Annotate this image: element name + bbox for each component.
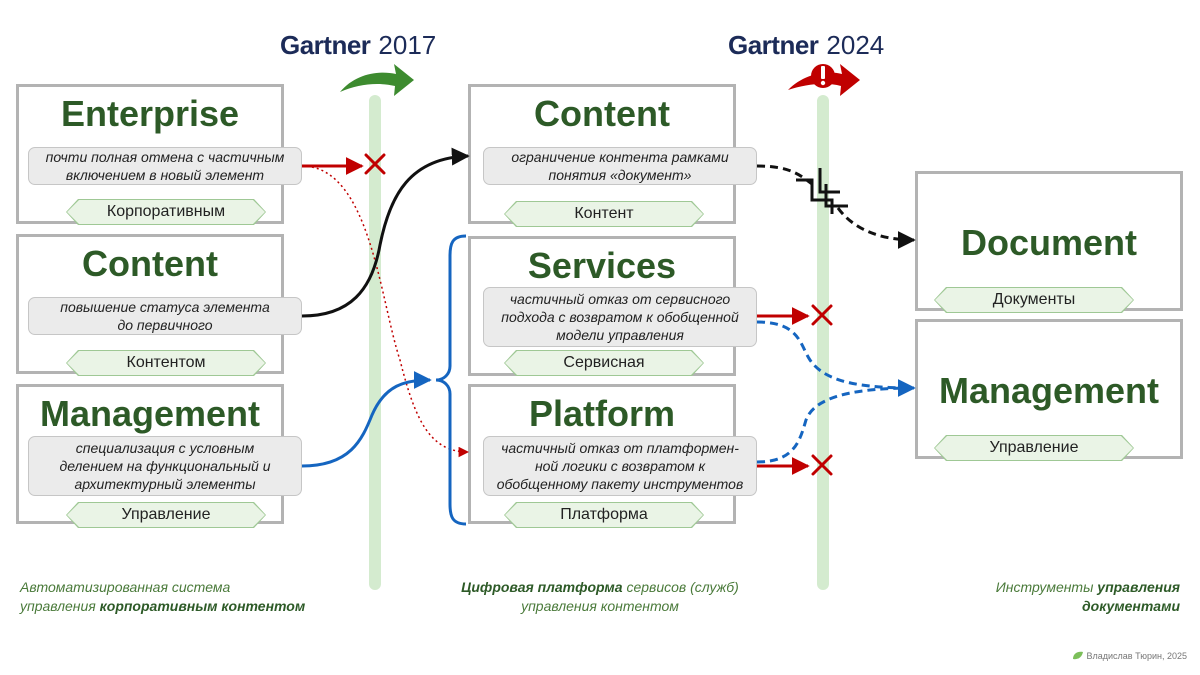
box-title: Document [960, 222, 1137, 263]
label-text: Контент [574, 205, 634, 222]
cross-icon [811, 454, 833, 476]
footer-bold: документами [1082, 598, 1180, 614]
label-text: Документы [992, 291, 1076, 308]
blue-brace [435, 234, 467, 526]
year-2017: 2017 [378, 30, 437, 60]
gartner-logo: Gartner [728, 30, 819, 60]
label-text: Сервисная [563, 354, 645, 371]
label-text: Платформа [560, 506, 648, 523]
timeline-2017 [369, 95, 381, 590]
label-korporativnym: Корпоративным [66, 199, 266, 225]
footer-bold: управления [1097, 579, 1180, 595]
box-title: Management [938, 370, 1160, 411]
enterprise-dotted-arrow [301, 165, 470, 458]
footer-right-line1: Инструменты управления [880, 578, 1180, 597]
footer-middle: Цифровая платформа сервисов (служб) упра… [400, 578, 800, 616]
desc-services: частичный отказ от сервисного подхода с … [483, 287, 757, 347]
footer-left-line2: управления корпоративным контентом [20, 597, 340, 616]
credit: Владислав Тюрин, 2025 [1072, 651, 1187, 661]
label-servisnaya: Сервисная [504, 350, 704, 376]
box-title: Content [82, 243, 218, 284]
footer-left-line1: Автоматизированная система [20, 579, 231, 595]
content-dashed-arrow-end [836, 207, 916, 249]
box-title: Services [527, 245, 677, 286]
label-platforma: Платформа [504, 502, 704, 528]
footer-text: сервисов (служб) [622, 579, 739, 595]
footer-right-line2: документами [880, 597, 1180, 616]
label-text: Контентом [126, 354, 206, 371]
label-upravlenie-left: Управление [66, 502, 266, 528]
label-text: Корпоративным [106, 203, 226, 220]
content-black-arrow [301, 147, 470, 318]
warning-icon [811, 64, 835, 88]
label-dokumenty: Документы [934, 287, 1134, 313]
desc-content-left: повышение статуса элемента до первичного [28, 297, 302, 335]
desc-content-middle: ограничение контента рамками понятия «до… [483, 147, 757, 185]
footer-right: Инструменты управления документами [880, 578, 1180, 616]
services-blue-dashed [756, 320, 916, 397]
management-blue-arrow [301, 371, 432, 468]
platform-blue-dashed [756, 386, 915, 464]
label-kontentom: Контентом [66, 350, 266, 376]
box-title: Management [39, 393, 261, 434]
green-curved-arrow-icon [340, 64, 414, 96]
footer-middle-line2: управления контентом [521, 598, 679, 614]
footer-bold: корпоративным контентом [99, 598, 306, 614]
content-dashed-arrow [756, 164, 813, 186]
footer-text: Инструменты [995, 579, 1098, 595]
gartner-logo: Gartner [280, 30, 371, 60]
label-text: Управление [121, 506, 211, 523]
desc-platform: частичный отказ от платформен- ной логик… [483, 436, 757, 496]
footer-left: Автоматизированная система управления ко… [20, 578, 340, 616]
cross-icon [811, 304, 833, 326]
cross-icon [364, 153, 386, 175]
box-title: Enterprise [60, 93, 240, 134]
footer-bold: Цифровая платформа [461, 579, 623, 595]
box-title: Platform [528, 393, 676, 434]
break-icon [796, 168, 848, 214]
credit-text: Владислав Тюрин, 2025 [1086, 651, 1187, 661]
desc-management-left: специализация с условным делением на фун… [28, 436, 302, 496]
label-kontent: Контент [504, 201, 704, 227]
box-title: Content [534, 93, 670, 134]
label-upravlenie-right: Управление [934, 435, 1134, 461]
label-text: Управление [989, 439, 1079, 456]
leaf-icon [1073, 651, 1083, 660]
desc-enterprise: почти полная отмена с частичным включени… [28, 147, 302, 185]
footer-middle-line1: Цифровая платформа сервисов (служб) [400, 578, 800, 597]
footer-text: управления [20, 598, 100, 614]
year-2024: 2024 [826, 30, 885, 60]
